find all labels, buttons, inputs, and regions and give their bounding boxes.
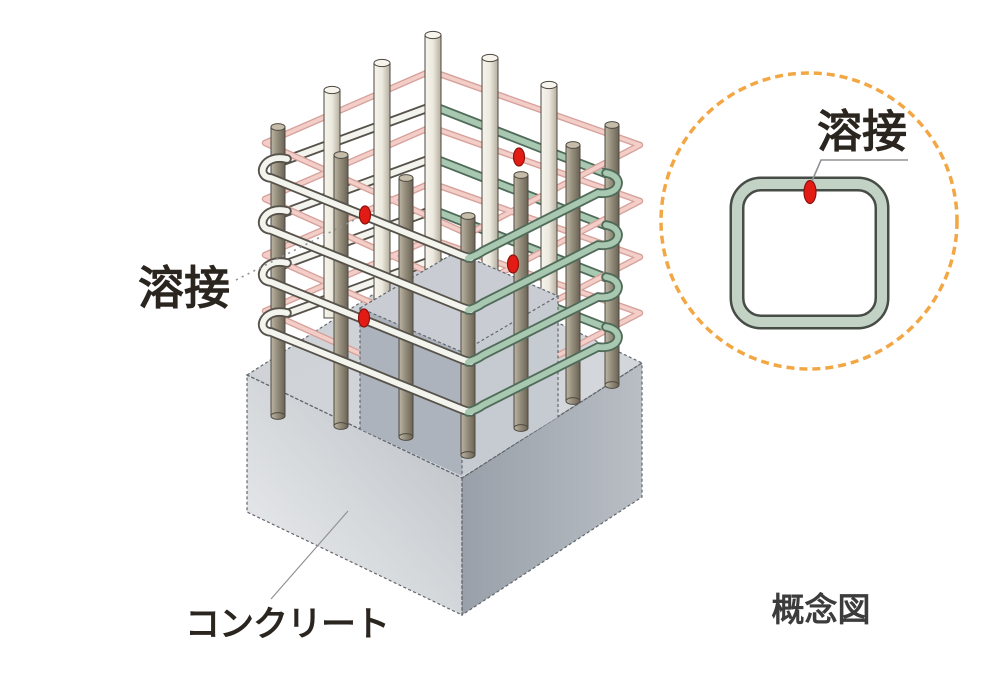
concrete-leader-line — [270, 510, 349, 600]
weld-dots — [357, 147, 526, 328]
weld-detail-label: 溶接 — [817, 106, 907, 157]
weld-dot — [512, 147, 526, 167]
weld-dot — [506, 254, 520, 274]
weld-dot — [358, 205, 372, 225]
caption-text: 概念図 — [772, 591, 871, 628]
rebar-rod — [540, 80, 558, 306]
weld-dot — [357, 308, 371, 328]
detail-circle: 溶接 — [659, 71, 959, 371]
rebar-rod — [460, 212, 476, 459]
rebar-rod — [398, 174, 414, 441]
concrete-left-face — [247, 375, 462, 615]
weld-detail-leader-line — [811, 159, 908, 182]
weld-label: 溶接 — [138, 262, 230, 314]
weld-dot-detail — [803, 179, 817, 205]
concrete-right-face — [462, 363, 642, 615]
rebar-rod — [424, 30, 442, 296]
rebar-rod — [270, 123, 286, 420]
concrete-label: コンクリート — [185, 605, 389, 644]
rebar-rod — [333, 151, 349, 430]
welded-hoops — [257, 153, 623, 417]
weld-leader-line — [235, 218, 357, 281]
